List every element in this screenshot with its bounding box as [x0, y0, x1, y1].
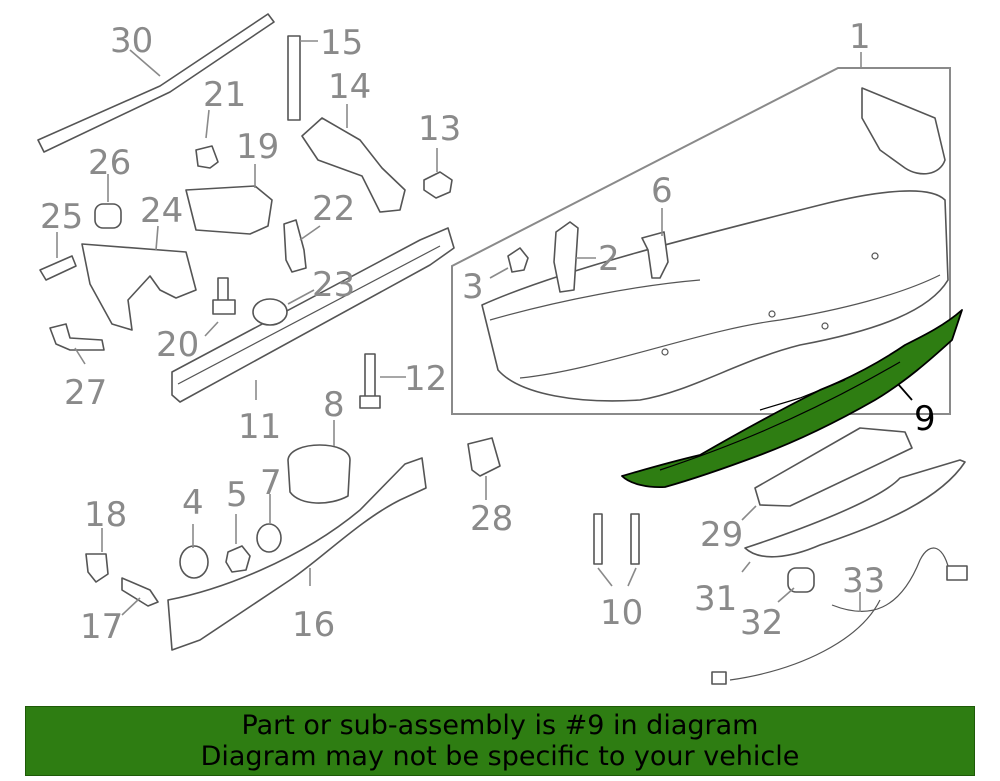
part-18-clip[interactable]: [85, 553, 109, 583]
callout-27[interactable]: 27: [64, 373, 107, 413]
part-19-bracket[interactable]: [185, 185, 273, 235]
callout-30[interactable]: 30: [110, 21, 153, 61]
part-5-nut[interactable]: [225, 545, 251, 573]
part-17-bolt[interactable]: [121, 577, 159, 607]
part-28-clip[interactable]: [467, 437, 501, 477]
banner-line-1: Part or sub-assembly is #9 in diagram: [241, 710, 759, 741]
part-8-bracket[interactable]: [287, 444, 351, 504]
info-banner: Part or sub-assembly is #9 in diagram Di…: [25, 706, 975, 776]
part-2-bracket[interactable]: [553, 221, 579, 293]
callout-9[interactable]: 9: [914, 399, 936, 439]
part-29-tray[interactable]: [754, 427, 913, 507]
part-20-bolt[interactable]: [212, 277, 236, 315]
callout-29[interactable]: 29: [700, 515, 743, 555]
callout-23[interactable]: 23: [312, 265, 355, 305]
callout-26[interactable]: 26: [88, 143, 131, 183]
part-12-bolt[interactable]: [359, 353, 381, 409]
part-31-trim-strip[interactable]: [744, 459, 966, 558]
callout-19[interactable]: 19: [236, 127, 279, 167]
part-26-bushing[interactable]: [94, 203, 122, 229]
part-23-nut[interactable]: [252, 298, 288, 326]
bumper-assembly-frame: [451, 67, 951, 415]
part-27-bolt[interactable]: [49, 323, 105, 351]
callout-13[interactable]: 13: [418, 109, 461, 149]
part-4-grommet[interactable]: [179, 545, 209, 579]
callout-31[interactable]: 31: [694, 579, 737, 619]
callout-2[interactable]: 2: [598, 239, 620, 279]
callout-16[interactable]: 16: [292, 605, 335, 645]
part-6-bracket[interactable]: [641, 231, 669, 279]
callout-8[interactable]: 8: [323, 385, 345, 425]
callout-14[interactable]: 14: [328, 67, 371, 107]
part-16-absorber[interactable]: [167, 457, 427, 651]
callout-11[interactable]: 11: [238, 407, 281, 447]
callout-15[interactable]: 15: [320, 23, 363, 63]
part-24-bracket[interactable]: [81, 243, 197, 331]
part-13-nut[interactable]: [423, 171, 453, 199]
part-11-reinforcement[interactable]: [171, 227, 455, 403]
callout-7[interactable]: 7: [260, 463, 282, 503]
callout-10[interactable]: 10: [600, 593, 643, 633]
callout-1[interactable]: 1: [849, 17, 871, 57]
callout-33[interactable]: 33: [842, 561, 885, 601]
callout-32[interactable]: 32: [740, 603, 783, 643]
callout-25[interactable]: 25: [40, 197, 83, 237]
part-1-bumper-cover[interactable]: [481, 87, 949, 402]
part-21-clip[interactable]: [195, 145, 219, 169]
part-7-bushing[interactable]: [256, 523, 282, 553]
part-9-lower-valance[interactable]: [621, 309, 963, 489]
part-30-molding[interactable]: [37, 13, 275, 153]
callout-28[interactable]: 28: [470, 499, 513, 539]
part-3-clip[interactable]: [507, 247, 529, 273]
callout-5[interactable]: 5: [226, 475, 248, 515]
part-22-clip[interactable]: [283, 219, 307, 273]
callout-4[interactable]: 4: [182, 483, 204, 523]
callout-numbers: 1 2 3 6 9 10 11 12 13 14 15 16 17 18 19 …: [40, 17, 936, 647]
part-25-pin[interactable]: [39, 255, 77, 281]
callout-24[interactable]: 24: [140, 191, 183, 231]
part-32-sensor[interactable]: [787, 567, 815, 593]
part-10-bolts[interactable]: [593, 513, 640, 565]
callout-17[interactable]: 17: [80, 607, 123, 647]
valance-shape[interactable]: [621, 309, 963, 489]
callout-12[interactable]: 12: [404, 359, 447, 399]
part-14-bracket[interactable]: [301, 117, 406, 213]
part-15-stud[interactable]: [287, 35, 301, 121]
callout-6[interactable]: 6: [651, 171, 673, 211]
callout-20[interactable]: 20: [156, 325, 199, 365]
callout-22[interactable]: 22: [312, 189, 355, 229]
callout-18[interactable]: 18: [84, 495, 127, 535]
callout-3[interactable]: 3: [462, 267, 484, 307]
banner-line-2: Diagram may not be specific to your vehi…: [200, 741, 800, 772]
callout-21[interactable]: 21: [203, 75, 246, 115]
leader-lines: [56, 40, 913, 616]
